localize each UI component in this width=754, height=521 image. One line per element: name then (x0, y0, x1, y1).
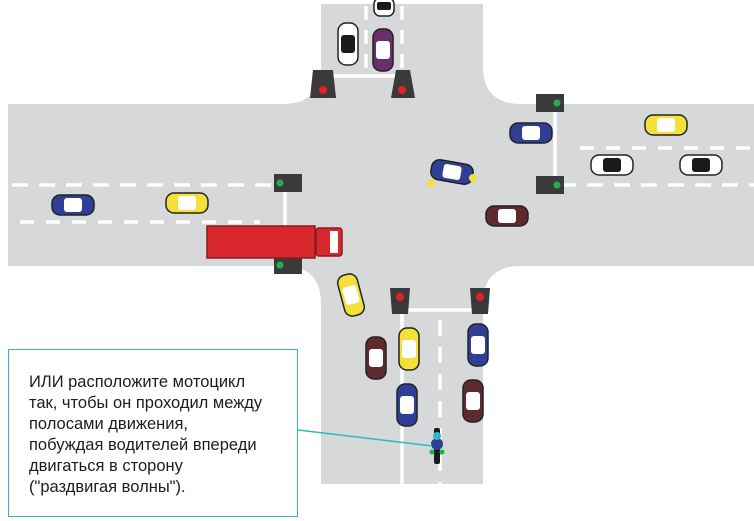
hazard-lights (427, 174, 477, 187)
callout-pointer (297, 429, 433, 447)
traffic-light-north-right (391, 70, 415, 98)
car-south-blue-2 (396, 383, 418, 427)
callout-text: ИЛИ расположите мотоцикл так, чтобы он п… (29, 373, 263, 496)
car-east-white-2 (679, 154, 723, 176)
car-west-blue (51, 194, 95, 216)
car-south-maroon-1 (365, 336, 387, 380)
car-south-yellow (398, 327, 420, 371)
car-north-purple (372, 28, 394, 72)
car-south-yellow-turn (336, 273, 366, 317)
car-east-yellow (644, 114, 688, 136)
traffic-light-north-left (310, 70, 336, 98)
traffic-light-west-bottom (274, 256, 302, 274)
vehicles (51, 0, 723, 464)
car-south-maroon-2 (462, 379, 484, 423)
traffic-light-south-right (470, 288, 490, 314)
motorcycle (429, 428, 445, 464)
car-west-yellow (165, 192, 209, 214)
truck-red (206, 225, 343, 259)
traffic-lights (274, 70, 564, 314)
car-east-blue (509, 122, 553, 144)
car-north-top (373, 0, 395, 17)
car-north-white (337, 22, 359, 66)
callout-box: ИЛИ расположите мотоцикл так, чтобы он п… (8, 349, 298, 517)
traffic-light-east-bottom (536, 176, 564, 194)
car-south-blue-1 (467, 323, 489, 367)
traffic-light-east-top (536, 94, 564, 112)
traffic-light-west-top (274, 174, 302, 192)
car-east-white-1 (590, 154, 634, 176)
car-center-maroon (485, 205, 529, 227)
car-crash-blue (430, 159, 474, 185)
traffic-light-south-left (390, 288, 410, 314)
